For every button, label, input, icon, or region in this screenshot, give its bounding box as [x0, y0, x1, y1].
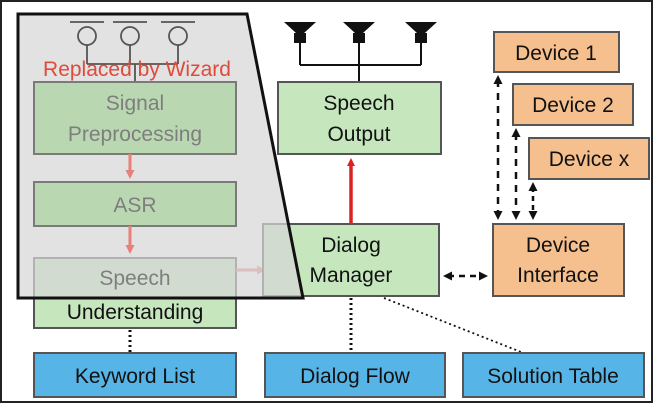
microphone-icon: [161, 21, 195, 64]
asr-box: ASR: [33, 181, 237, 227]
speaker-icon: [405, 22, 437, 65]
microphone-icon: [113, 21, 147, 64]
device-2-box: Device 2: [512, 83, 634, 126]
signal-preprocessing-label-line2: Preprocessing: [68, 123, 202, 146]
device-1-box: Device 1: [493, 31, 620, 73]
speech-output-label-line2: Output: [327, 123, 390, 146]
device-1-label: Device 1: [515, 42, 597, 65]
keyword-list-box: Keyword List: [33, 352, 237, 398]
speech-understanding-faded-label: Speech: [99, 267, 170, 290]
speech-output-box: Speech Output: [277, 81, 442, 155]
wizard-overlay: Signal Preprocessing ASR Speech Replaced…: [16, 12, 305, 300]
device-interface-label-line2: Interface: [517, 264, 599, 287]
speech-understanding-label: Understanding: [67, 301, 204, 324]
dialog-flow-box: Dialog Flow: [264, 352, 446, 398]
asr-label: ASR: [113, 194, 156, 217]
device-x-box: Device x: [528, 137, 650, 180]
device-interface-label-line1: Device: [526, 234, 590, 257]
dialog-manager-label-line2: Manager: [310, 264, 393, 287]
device-2-label: Device 2: [532, 94, 614, 117]
speaker-icon: [284, 22, 316, 65]
dialog-manager-label-line1: Dialog: [321, 234, 381, 257]
replaced-by-wizard-label: Replaced by Wizard: [43, 58, 231, 81]
speaker-icon: [343, 22, 375, 82]
signal-preprocessing-label-line1: Signal: [106, 92, 164, 115]
speech-output-label-line1: Speech: [323, 92, 394, 115]
signal-preprocessing-box: Signal Preprocessing: [33, 81, 237, 155]
solution-table-box: Solution Table: [462, 352, 645, 398]
microphone-icon: [70, 21, 104, 64]
dialog-flow-label: Dialog Flow: [300, 365, 411, 388]
solution-table-label: Solution Table: [487, 365, 619, 388]
device-x-label: Device x: [549, 148, 630, 171]
device-interface-box: Device Interface: [492, 223, 625, 297]
keyword-list-label: Keyword List: [75, 365, 195, 388]
